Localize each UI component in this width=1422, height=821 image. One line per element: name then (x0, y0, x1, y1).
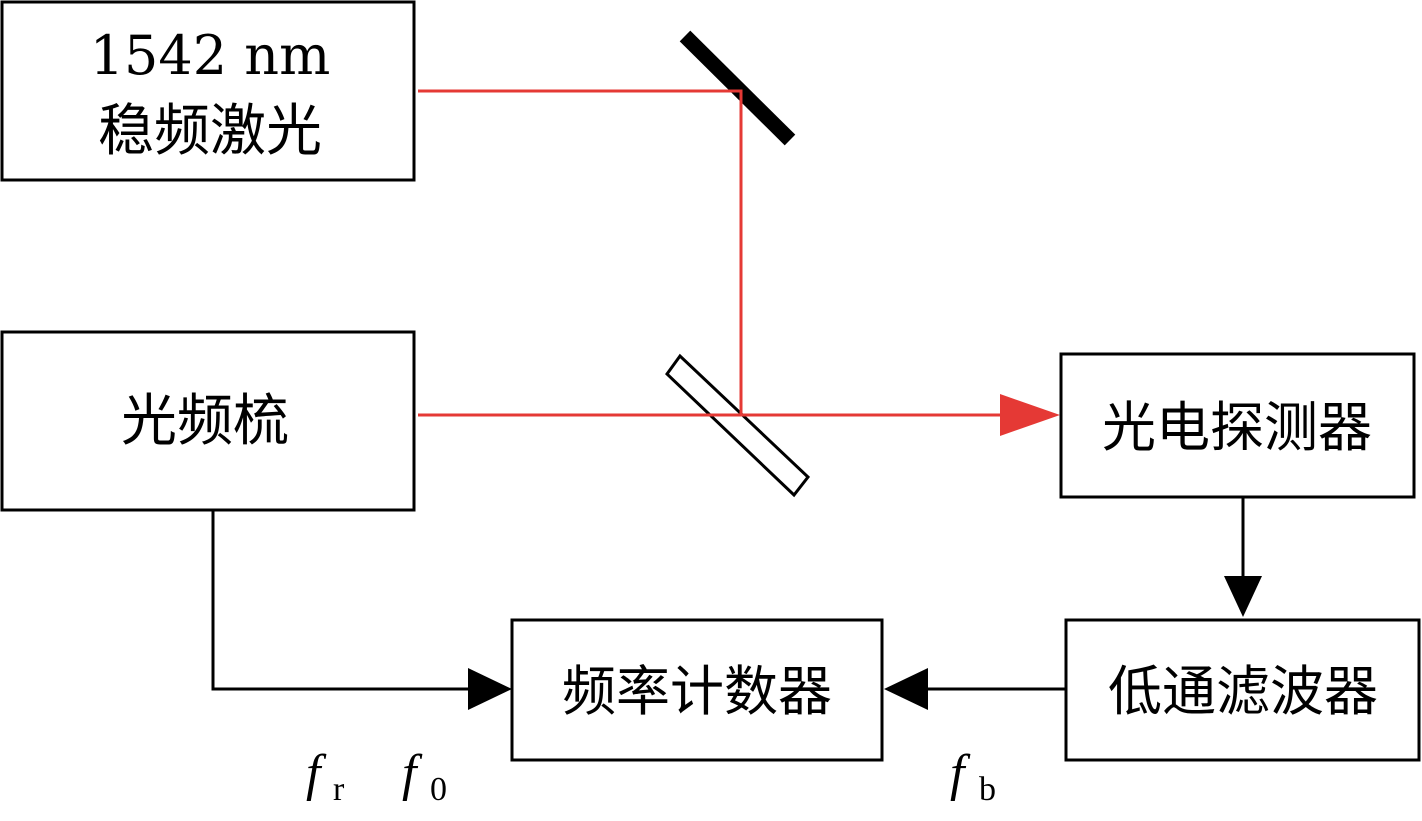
detector-to-filter-arrow (1224, 497, 1262, 617)
f0-symbol: f (402, 745, 423, 802)
fr-subscript: r (333, 771, 345, 808)
signal-label-fr: f r (306, 745, 345, 808)
f0-subscript: 0 (430, 771, 447, 808)
laser-name-label: 稳频激光 (98, 99, 322, 164)
filter-box: 低通滤波器 (1064, 618, 1421, 762)
beam-splitter (665, 353, 811, 498)
fb-subscript: b (979, 771, 996, 808)
counter-box: 频率计数器 (510, 618, 884, 762)
comb-to-counter-arrow (211, 510, 512, 710)
filter-label: 低通滤波器 (1108, 660, 1378, 723)
beam-arrowhead (1000, 394, 1060, 436)
laser-beam-path (418, 89, 1060, 436)
detector-label: 光电探测器 (1102, 396, 1372, 459)
fr-symbol: f (306, 745, 327, 802)
signal-label-fb: f b (950, 745, 996, 808)
filter-to-counter-arrow (884, 668, 1066, 710)
comb-box: 光频梳 (0, 330, 416, 512)
signal-label-f0: f 0 (402, 745, 447, 808)
fb-symbol: f (950, 745, 971, 802)
counter-label: 频率计数器 (562, 660, 832, 723)
mirror (679, 30, 796, 146)
laser-wavelength-label: 1542 nm (90, 24, 331, 87)
laser-box: 1542 nm 稳频激光 (0, 0, 416, 182)
detector-box: 光电探测器 (1059, 352, 1416, 499)
comb-label: 光频梳 (121, 389, 289, 454)
laser-beam (418, 89, 743, 415)
